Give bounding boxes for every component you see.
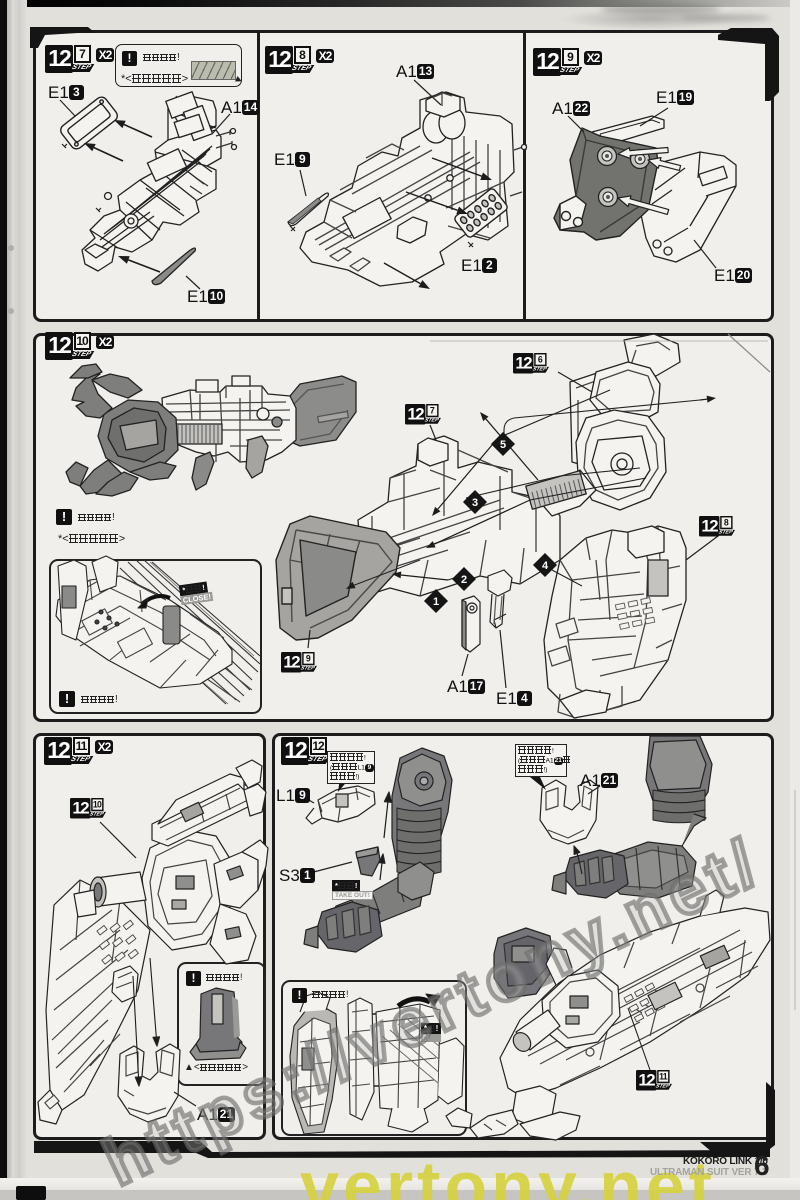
svg-text:5: 5 (500, 439, 506, 451)
svg-text:3: 3 (472, 497, 478, 509)
svg-text:2: 2 (461, 574, 467, 586)
svg-text:1: 1 (433, 596, 439, 608)
svg-text:4: 4 (542, 560, 549, 572)
